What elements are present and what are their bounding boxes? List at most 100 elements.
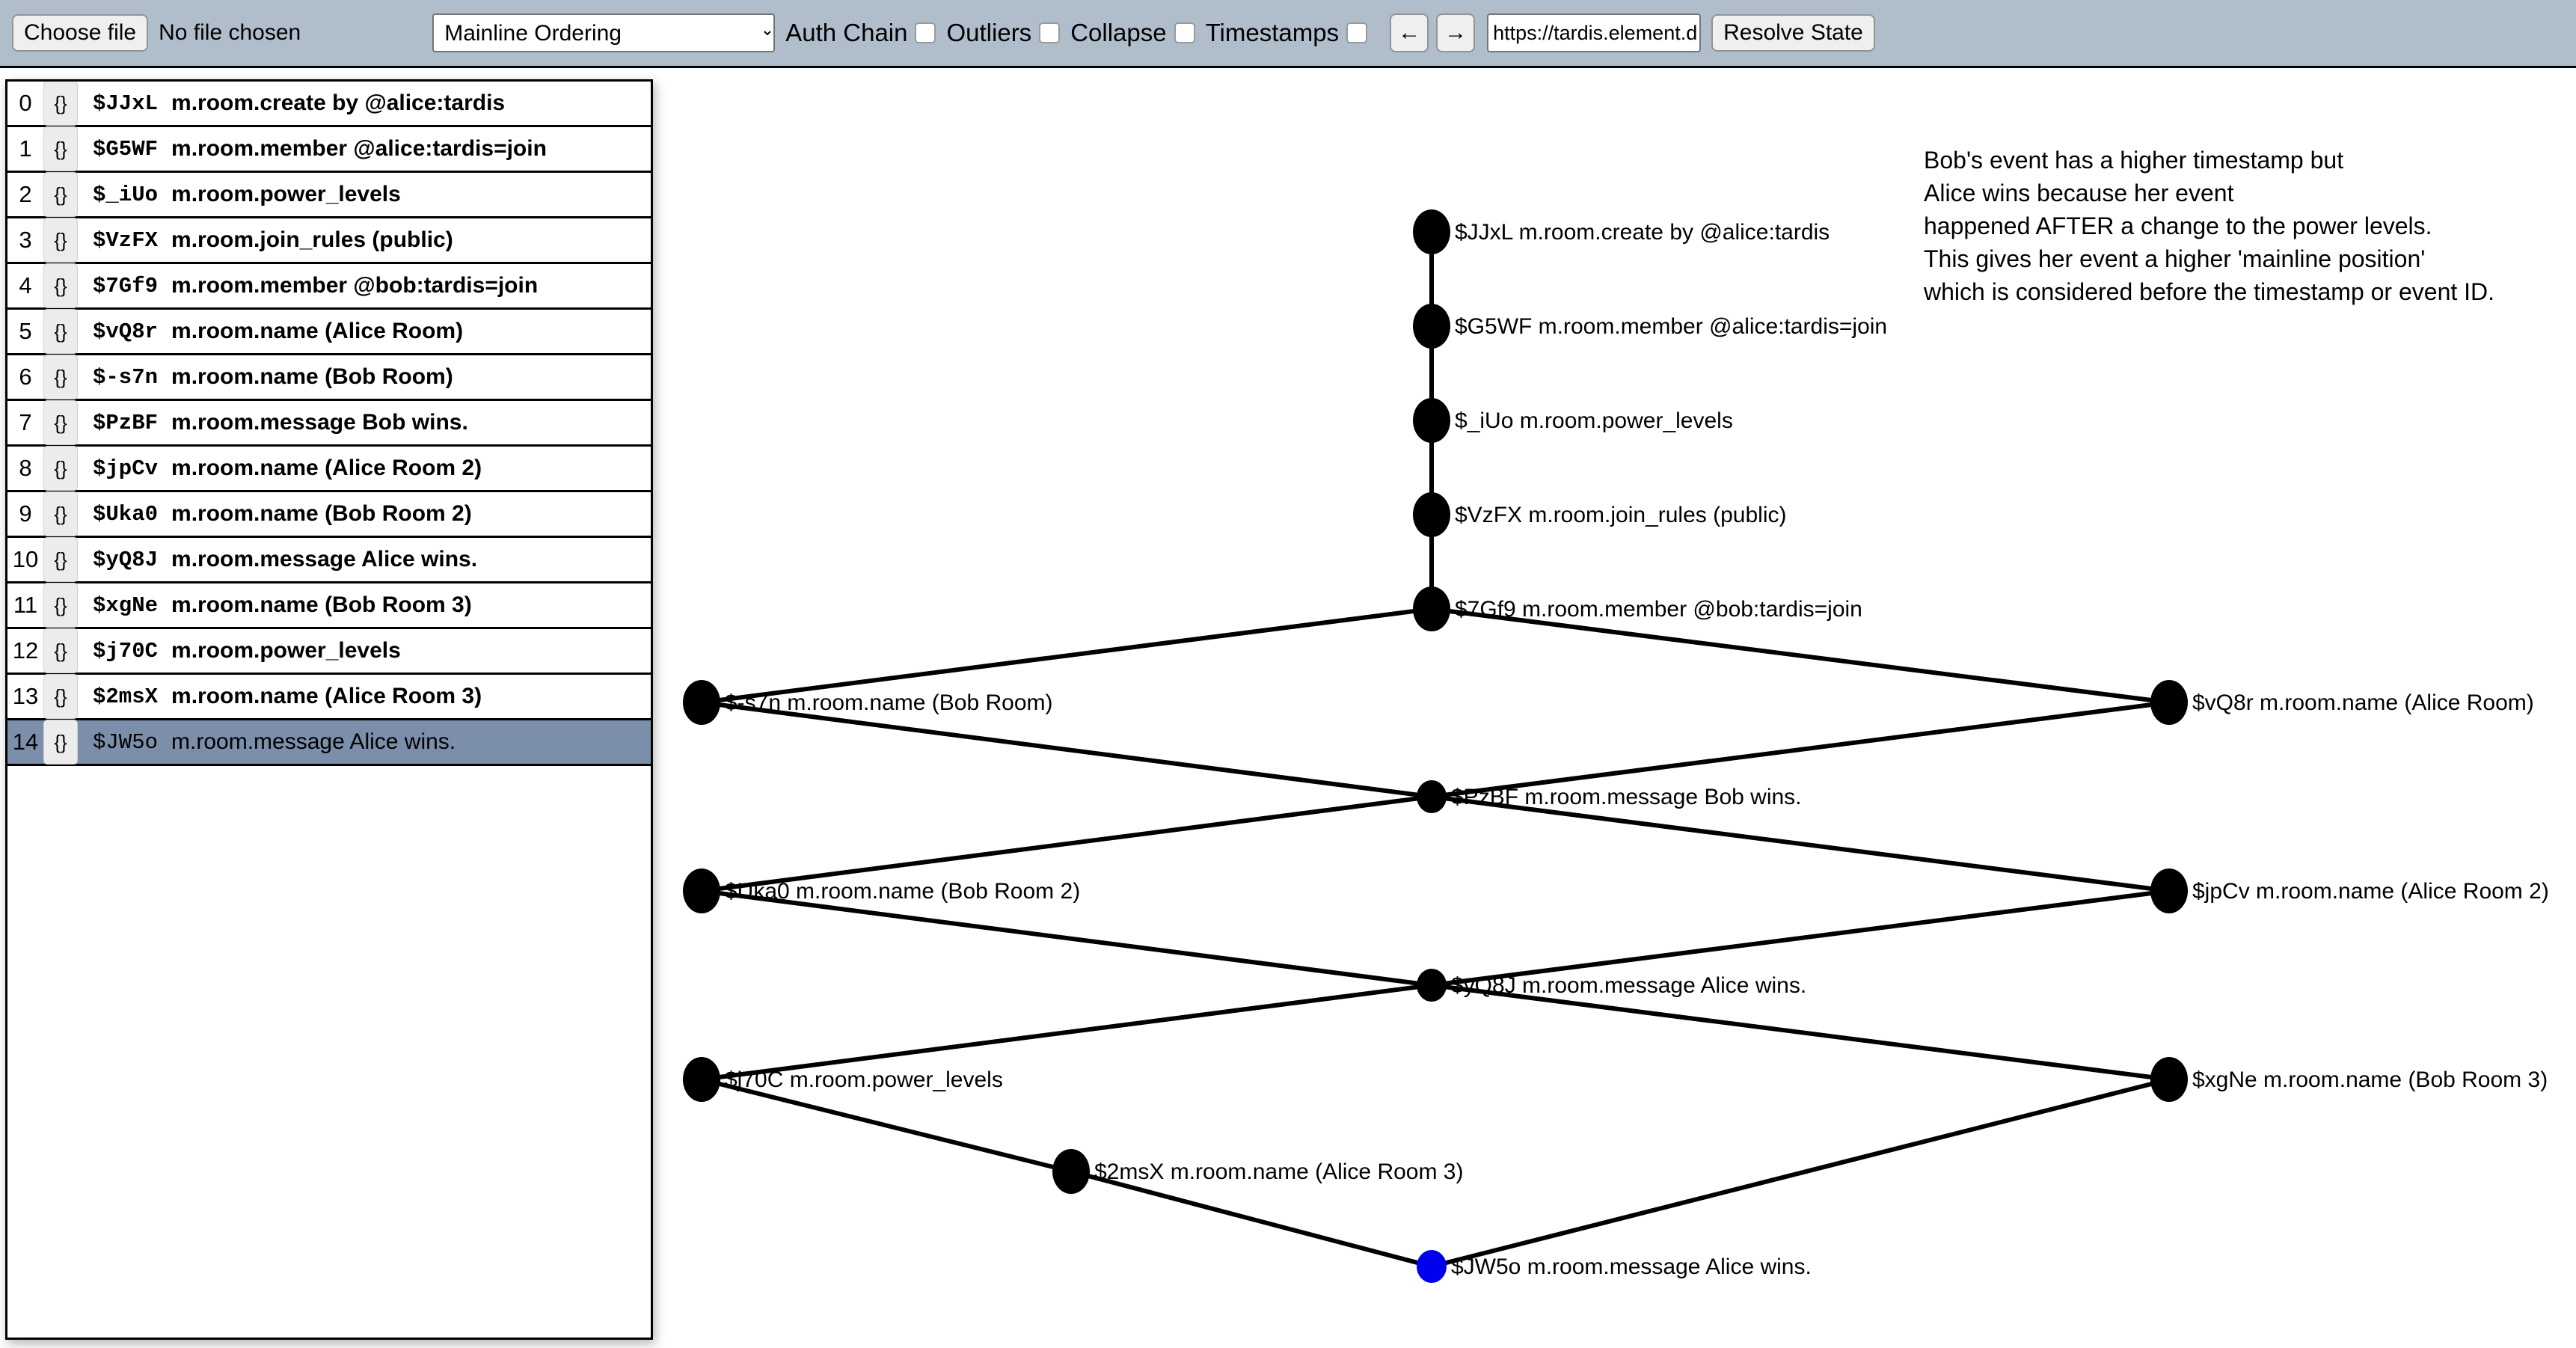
view-json-button[interactable]: {} <box>43 583 78 628</box>
event-description: m.room.name (Alice Room) <box>171 319 464 343</box>
graph-node[interactable] <box>1052 1149 1090 1194</box>
graph-node[interactable] <box>683 868 720 913</box>
event-id: $vQ8r <box>93 319 159 344</box>
event-list-item[interactable]: 11{} $xgNe m.room.name (Bob Room 3) <box>7 583 651 629</box>
choose-file-button[interactable]: Choose file <box>12 14 149 52</box>
forward-arrow-icon[interactable]: → <box>1436 13 1476 52</box>
annotation-line-4: which is considered before the timestamp… <box>1924 278 2495 305</box>
event-list-item[interactable]: 5 {} $vQ8r m.room.name (Alice Room) <box>7 309 651 355</box>
event-description: m.room.power_levels <box>171 182 401 206</box>
event-id: $VzFX <box>93 227 159 253</box>
event-description: m.room.name (Bob Room 3) <box>171 592 472 617</box>
event-list-item[interactable]: 2 {} $_iUo m.room.power_levels <box>7 172 651 218</box>
event-description: m.room.name (Bob Room) <box>171 364 453 389</box>
event-id: $yQ8J <box>93 547 159 572</box>
graph-edge <box>701 794 1432 893</box>
event-index: 4 <box>19 272 32 298</box>
view-json-button[interactable]: {} <box>43 674 78 719</box>
graph-node-label: $JW5o m.room.message Alice wins. <box>1451 1254 1812 1279</box>
graph-node-label: $vQ8r m.room.name (Alice Room) <box>2192 690 2534 715</box>
graph-node[interactable] <box>2150 868 2188 913</box>
view-json-button[interactable]: {} <box>43 126 78 171</box>
graph-node[interactable] <box>683 1057 720 1102</box>
event-index: 12 <box>12 637 39 664</box>
view-json-button[interactable]: {} <box>43 628 78 673</box>
graph-node[interactable] <box>1413 398 1450 443</box>
graph-edge <box>1431 700 2170 799</box>
collapse-label: Collapse <box>1070 19 1167 46</box>
url-input[interactable] <box>1487 13 1702 52</box>
graph-node-label: $-s7n m.room.name (Bob Room) <box>725 690 1053 715</box>
event-index: 0 <box>19 90 32 116</box>
view-json-button[interactable]: {} <box>43 446 78 491</box>
view-json-button[interactable]: {} <box>43 355 78 399</box>
event-index: 14 <box>12 729 39 755</box>
graph-node-label: $Uka0 m.room.name (Bob Room 2) <box>725 879 1080 904</box>
event-id: $xgNe <box>93 592 159 618</box>
graph-node[interactable] <box>1413 492 1450 537</box>
event-list-item[interactable]: 3 {} $VzFX m.room.join_rules (public) <box>7 218 651 264</box>
graph-node[interactable] <box>1413 304 1450 349</box>
graph-node[interactable] <box>1413 586 1450 631</box>
annotation-line-2: happened AFTER a change to the power lev… <box>1924 212 2432 239</box>
event-id: $_iUo <box>93 182 159 207</box>
collapse-checkbox[interactable] <box>1174 22 1195 43</box>
outliers-checkbox[interactable] <box>1039 22 1061 43</box>
event-index: 5 <box>19 318 32 344</box>
graph-edge <box>1431 1077 2170 1269</box>
graph-edge <box>701 983 1432 1082</box>
event-id: $j70C <box>93 638 159 664</box>
event-index: 2 <box>19 181 32 207</box>
graph-node-label: $JJxL m.room.create by @alice:tardis <box>1455 220 1830 245</box>
view-json-button[interactable]: {} <box>43 82 78 126</box>
view-json-button[interactable]: {} <box>43 537 78 582</box>
graph-node[interactable] <box>683 680 720 725</box>
view-json-button[interactable]: {} <box>43 172 78 217</box>
event-id: $2msX <box>93 684 159 709</box>
auth-chain-checkbox[interactable] <box>915 22 936 43</box>
event-id: $jpCv <box>93 456 159 481</box>
timestamps-checkbox[interactable] <box>1346 22 1368 43</box>
graph-node-label: $VzFX m.room.join_rules (public) <box>1455 503 1786 527</box>
event-description: m.room.message Alice wins. <box>171 729 456 754</box>
graph-edge <box>1431 983 2170 1082</box>
event-index: 11 <box>13 592 38 618</box>
back-arrow-icon[interactable]: ← <box>1390 13 1429 52</box>
graph-node[interactable] <box>1417 1250 1447 1283</box>
ordering-select[interactable]: Mainline Ordering <box>432 13 776 52</box>
event-description: m.room.join_rules (public) <box>171 227 453 252</box>
event-index: 3 <box>19 227 32 253</box>
view-json-button[interactable]: {} <box>43 491 78 536</box>
graph-node[interactable] <box>2150 1057 2188 1102</box>
event-index: 1 <box>19 135 32 162</box>
graph-node[interactable] <box>1417 969 1447 1002</box>
graph-edge <box>1431 607 2170 705</box>
event-index: 6 <box>19 364 32 390</box>
graph-node-label: $xgNe m.room.name (Bob Room 3) <box>2192 1067 2548 1092</box>
event-id: $PzBF <box>93 410 159 435</box>
event-description: m.room.member @alice:tardis=join <box>171 136 547 161</box>
graph-node[interactable] <box>1417 780 1447 813</box>
view-json-button[interactable]: {} <box>43 218 78 263</box>
view-json-button[interactable]: {} <box>43 309 78 354</box>
view-json-button[interactable]: {} <box>43 400 78 445</box>
resolve-state-button[interactable]: Resolve State <box>1711 14 1875 52</box>
graph-node[interactable] <box>1413 209 1450 254</box>
graph-edge <box>1431 889 2170 987</box>
view-json-button[interactable]: {} <box>43 720 78 765</box>
graph-node[interactable] <box>2150 680 2188 725</box>
graph-node-label: $jpCv m.room.name (Alice Room 2) <box>2192 879 2549 904</box>
view-json-button[interactable]: {} <box>43 263 78 308</box>
event-graph: $JJxL m.room.create by @alice:tardis$G5W… <box>658 71 2576 1348</box>
